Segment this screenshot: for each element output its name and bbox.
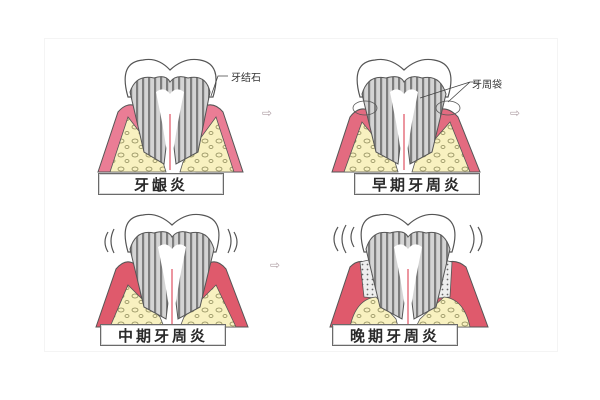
- label-late-periodontitis: 晚期牙周炎: [332, 324, 458, 346]
- label-early-periodontitis: 早期牙周炎: [354, 173, 480, 195]
- arrow-right-icon: ⇨: [510, 106, 521, 120]
- label-gingivitis: 牙龈炎: [98, 173, 224, 195]
- tooth-early-illustration: [331, 58, 481, 173]
- label-middle-periodontitis: 中期牙周炎: [100, 324, 226, 346]
- callout-periodontal-pocket: 牙周袋: [472, 80, 502, 91]
- tooth-late-illustration: [329, 213, 489, 328]
- panel-gingivitis: 牙结石 牙龈炎: [88, 52, 288, 212]
- panel-early-periodontitis: 牙周袋 早期牙周炎: [320, 52, 520, 212]
- panel-late-periodontitis: 晚期牙周炎: [320, 207, 520, 367]
- tooth-gingivitis-illustration: [97, 58, 244, 173]
- arrow-right-icon: ⇨: [270, 258, 281, 272]
- tooth-middle-illustration: [95, 213, 249, 328]
- callout-calculus: 牙结石: [231, 73, 261, 84]
- panel-middle-periodontitis: 中期牙周炎: [88, 207, 288, 367]
- arrow-right-icon: ⇨: [262, 106, 273, 120]
